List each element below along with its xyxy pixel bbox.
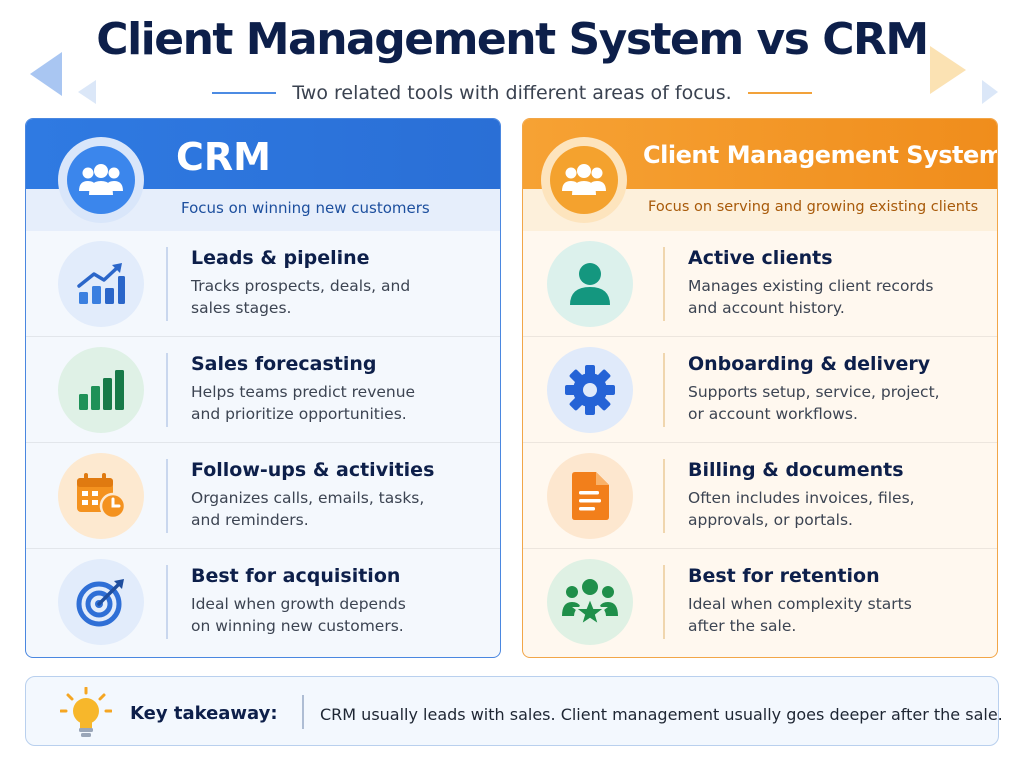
cms-row-icon-wrap — [547, 453, 633, 539]
row-title: Active clients — [688, 247, 833, 269]
cms-row-billing: Billing & documents Often includes invoi… — [523, 443, 997, 549]
row-title: Onboarding & delivery — [688, 353, 931, 375]
row-desc-line: Manages existing client records — [688, 277, 934, 295]
calendar-clock-icon — [77, 473, 127, 520]
cms-row-divider — [663, 459, 665, 533]
key-takeaway-box: Key takeaway: CRM usually leads with sal… — [25, 676, 1003, 746]
row-desc: Ideal when complexity starts after the s… — [688, 593, 988, 637]
cms-row-text: Active clients Manages existing client r… — [688, 247, 988, 319]
key-takeaway-separator — [302, 695, 304, 729]
crm-row-divider — [166, 247, 168, 321]
crm-focus: Focus on winning new customers — [181, 199, 430, 217]
cms-row-retention: Best for retention Ideal when complexity… — [523, 549, 997, 655]
document-icon — [572, 472, 609, 520]
subtitle-line-left — [212, 92, 277, 94]
crm-row-icon-wrap — [58, 347, 144, 433]
crm-row-divider — [166, 565, 168, 639]
crm-row-text: Best for acquisition Ideal when growth d… — [191, 565, 491, 637]
row-desc-line: or account workflows. — [688, 405, 858, 423]
row-desc-line: Helps teams predict revenue — [191, 383, 416, 401]
cms-row-divider — [663, 565, 665, 639]
row-desc: Helps teams predict revenue and prioriti… — [191, 381, 491, 425]
row-title: Follow-ups & activities — [191, 459, 435, 481]
row-desc-line: on winning new customers. — [191, 617, 404, 635]
gear-icon — [565, 365, 615, 415]
row-desc-line: approvals, or portals. — [688, 511, 853, 529]
person-icon — [570, 263, 610, 305]
row-desc-line: Ideal when growth depends — [191, 595, 406, 613]
crm-row-divider — [166, 459, 168, 533]
cms-focus: Focus on serving and growing existing cl… — [648, 199, 979, 215]
crm-panel: CRM Focus on winning new customers Leads… — [25, 118, 501, 658]
row-title: Best for retention — [688, 565, 880, 587]
row-title: Best for acquisition — [191, 565, 401, 587]
crm-row-text: Leads & pipeline Tracks prospects, deals… — [191, 247, 491, 319]
key-takeaway-label: Key takeaway: — [130, 703, 278, 724]
crm-row-icon-wrap — [58, 241, 144, 327]
crm-title: CRM — [176, 135, 271, 179]
row-desc: Often includes invoices, files, approval… — [688, 487, 988, 531]
crm-row-forecasting: Sales forecasting Helps teams predict re… — [26, 337, 500, 443]
cms-row-text: Best for retention Ideal when complexity… — [688, 565, 988, 637]
crm-row-leads: Leads & pipeline Tracks prospects, deals… — [26, 231, 500, 337]
cms-row-text: Onboarding & delivery Supports setup, se… — [688, 353, 988, 425]
crm-row-text: Follow-ups & activities Organizes calls,… — [191, 459, 491, 531]
cms-row-icon-wrap — [547, 241, 633, 327]
subtitle-line-right — [747, 92, 812, 94]
right-arrow-decoration — [930, 46, 998, 104]
cms-row-active-clients: Active clients Manages existing client r… — [523, 231, 997, 337]
row-desc-line: and prioritize opportunities. — [191, 405, 407, 423]
users-group-icon — [79, 164, 123, 195]
cms-row-divider — [663, 353, 665, 427]
row-desc-line: Organizes calls, emails, tasks, — [191, 489, 425, 507]
row-desc-line: sales stages. — [191, 299, 292, 317]
cms-row-text: Billing & documents Often includes invoi… — [688, 459, 988, 531]
row-desc: Supports setup, service, project, or acc… — [688, 381, 988, 425]
trend-chart-icon — [77, 263, 125, 304]
bar-chart-icon — [79, 370, 124, 410]
crm-row-followups: Follow-ups & activities Organizes calls,… — [26, 443, 500, 549]
row-desc: Tracks prospects, deals, and sales stage… — [191, 275, 491, 319]
row-desc: Organizes calls, emails, tasks, and remi… — [191, 487, 491, 531]
crm-header: CRM Focus on winning new customers — [26, 119, 500, 231]
row-desc: Manages existing client records and acco… — [688, 275, 988, 319]
row-title: Sales forecasting — [191, 353, 377, 375]
row-desc-line: Often includes invoices, files, — [688, 489, 915, 507]
page-subtitle: Two related tools with different areas o… — [292, 82, 732, 104]
lightbulb-icon — [60, 687, 112, 737]
page-title: Client Management System vs CRM — [96, 14, 929, 65]
row-desc-line: and account history. — [688, 299, 845, 317]
cms-row-icon-wrap — [547, 347, 633, 433]
cms-header-badge — [541, 137, 627, 223]
cms-panel: Client Management System Focus on servin… — [522, 118, 998, 658]
row-desc: Ideal when growth depends on winning new… — [191, 593, 491, 637]
crm-row-acquisition: Best for acquisition Ideal when growth d… — [26, 549, 500, 655]
row-desc-line: and reminders. — [191, 511, 309, 529]
crm-row-icon-wrap — [58, 453, 144, 539]
row-desc-line: Supports setup, service, project, — [688, 383, 940, 401]
left-arrow-decoration — [30, 52, 96, 104]
cms-title: Client Management System — [643, 141, 998, 169]
row-desc-line: after the sale. — [688, 617, 797, 635]
target-icon — [76, 579, 124, 627]
crm-row-icon-wrap — [58, 559, 144, 645]
row-desc-line: Ideal when complexity starts — [688, 595, 912, 613]
crm-row-divider — [166, 353, 168, 427]
row-desc-line: Tracks prospects, deals, and — [191, 277, 411, 295]
crm-row-text: Sales forecasting Helps teams predict re… — [191, 353, 491, 425]
row-title: Leads & pipeline — [191, 247, 370, 269]
crm-header-badge — [58, 137, 144, 223]
cms-header: Client Management System Focus on servin… — [523, 119, 997, 231]
row-title: Billing & documents — [688, 459, 904, 481]
subtitle-row: Two related tools with different areas o… — [0, 78, 1024, 108]
team-star-icon — [562, 579, 618, 626]
users-group-icon — [562, 164, 606, 195]
cms-row-divider — [663, 247, 665, 321]
cms-row-onboarding: Onboarding & delivery Supports setup, se… — [523, 337, 997, 443]
key-takeaway-text: CRM usually leads with sales. Client man… — [320, 705, 1003, 724]
cms-row-icon-wrap — [547, 559, 633, 645]
